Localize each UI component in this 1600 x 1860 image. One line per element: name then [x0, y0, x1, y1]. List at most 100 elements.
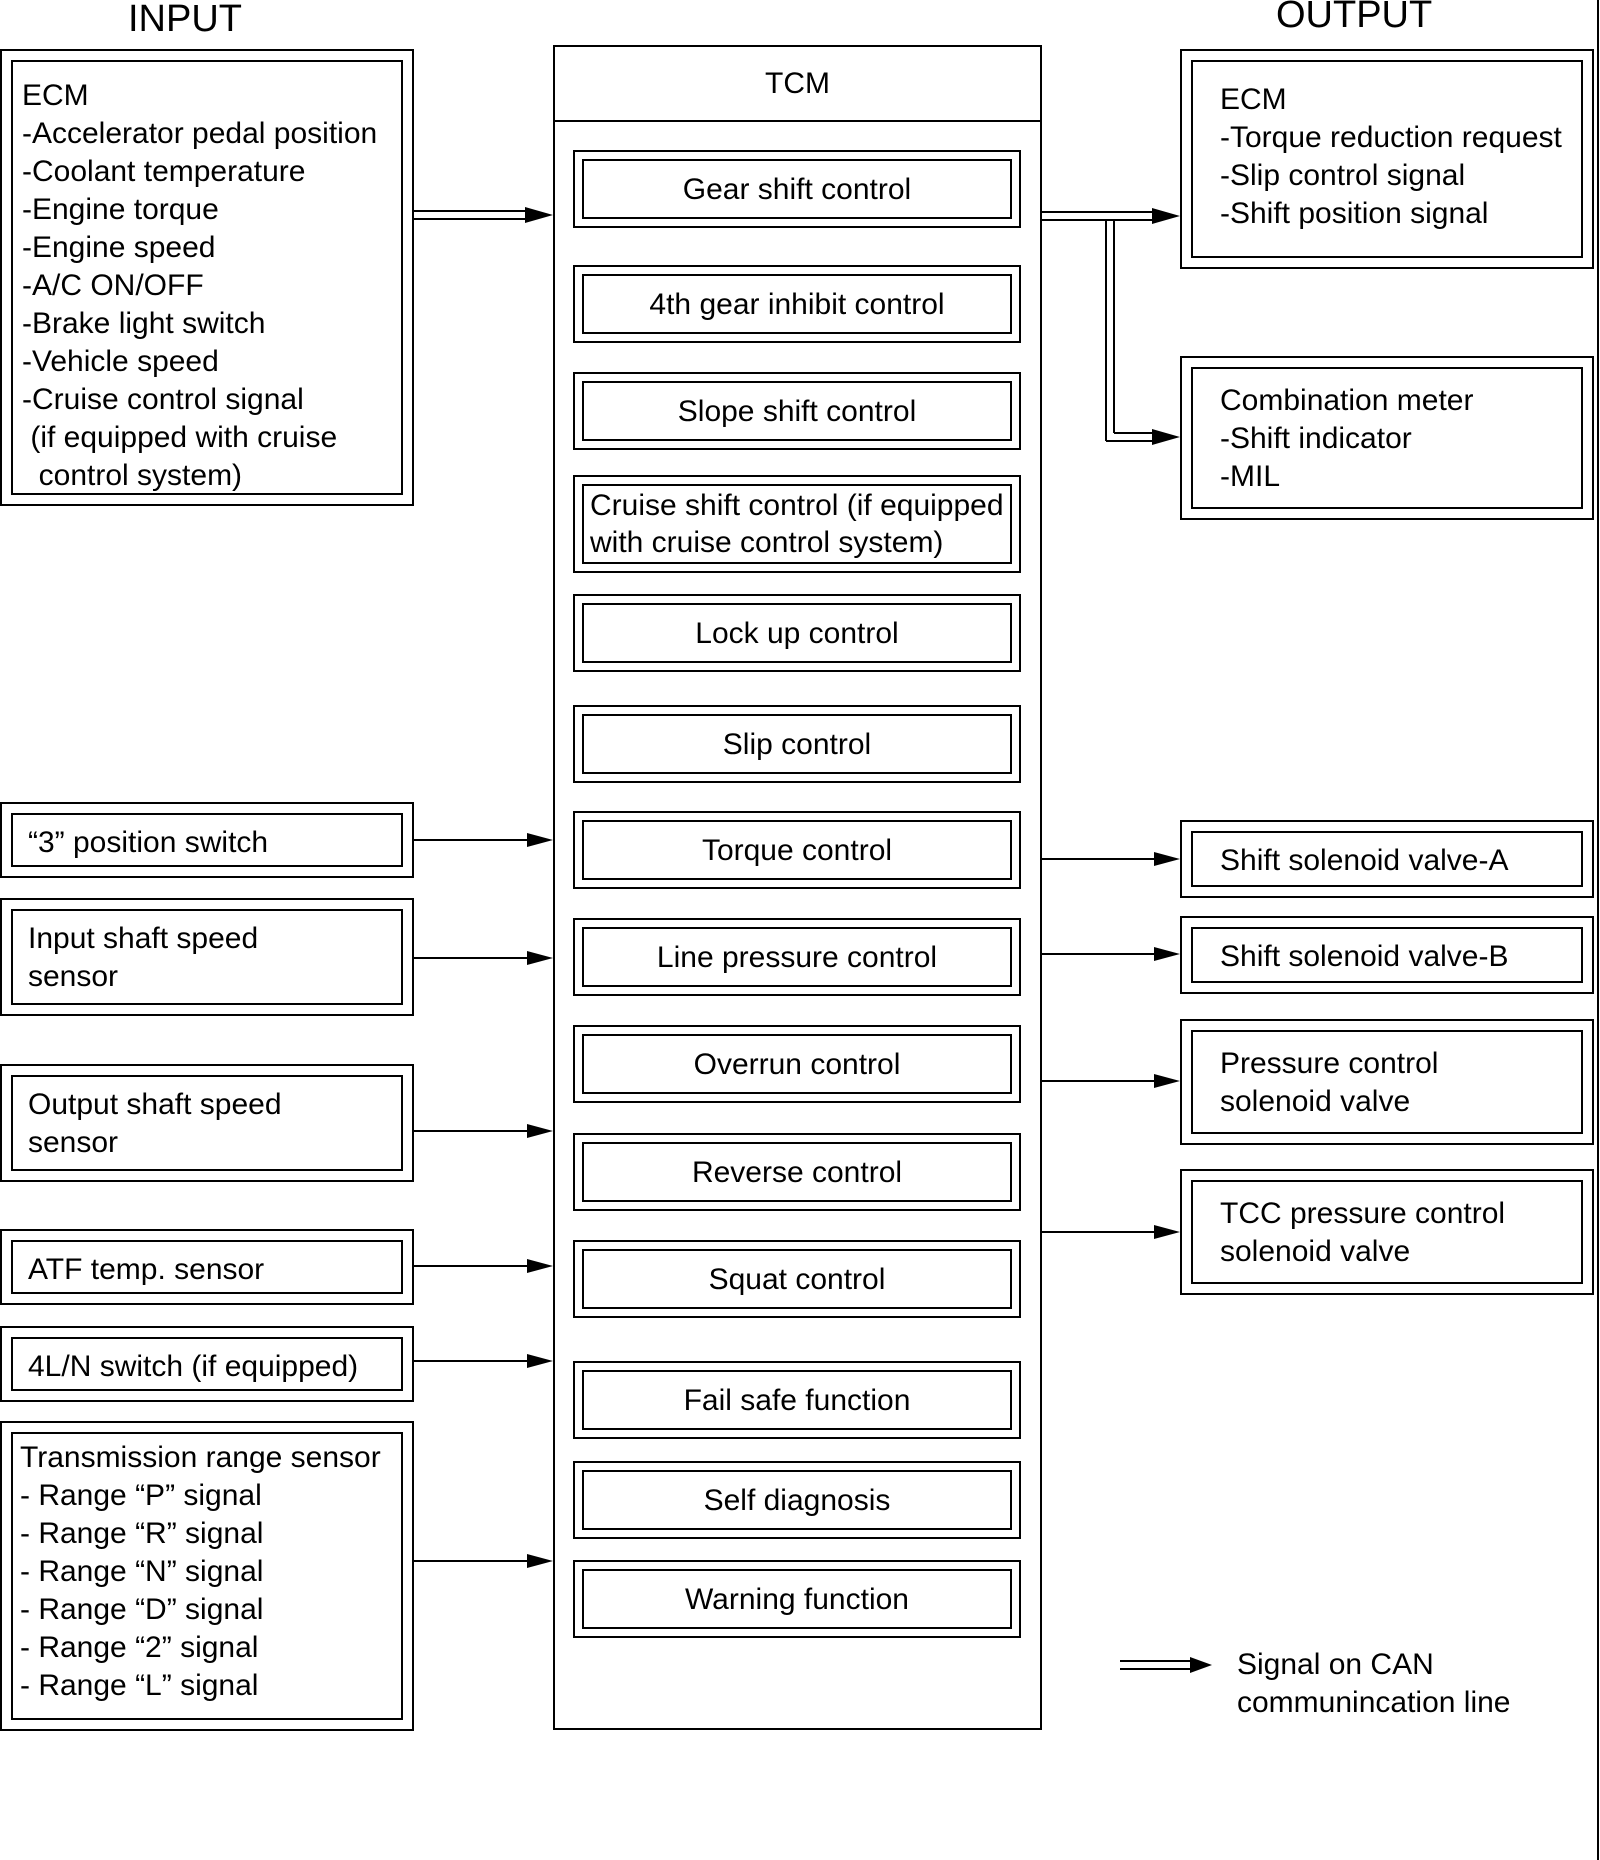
- tcm-function-frame: Torque control: [582, 820, 1012, 880]
- input-box-frame: [11, 813, 403, 867]
- pressure-control-solenoid-valve-text: Pressure control solenoid valve: [1220, 1045, 1438, 1121]
- input-atf-temp-sensor-text: ATF temp. sensor: [28, 1251, 264, 1289]
- input-shaft-speed-sensor-line: sensor: [28, 960, 119, 993]
- tcm-function-label: Overrun control: [693, 1047, 901, 1081]
- output-shaft-speed-sensor-line: sensor: [28, 1126, 119, 1159]
- combination-meter-line: -MIL: [1220, 460, 1280, 493]
- input-ecm-line: -Engine speed: [22, 231, 216, 264]
- arrowhead-ecm-input: [525, 207, 553, 223]
- tcm-function-label: Fail safe function: [683, 1383, 911, 1417]
- tcm-function-slope-shift-control: Slope shift control: [573, 372, 1021, 450]
- shift-solenoid-valve-b-label: Shift solenoid valve-B: [1220, 940, 1509, 973]
- output-box-shift-solenoid-valve-b: Shift solenoid valve-B: [1180, 916, 1594, 994]
- tcm-function-self-diagnosis: Self diagnosis: [573, 1461, 1021, 1539]
- tcm-block: TCM: [553, 45, 1042, 1730]
- input-ecm-line: -A/C ON/OFF: [22, 269, 204, 302]
- input-box-3-position-switch: “3” position switch: [0, 802, 414, 878]
- tcm-title: TCM: [765, 66, 830, 100]
- input-shaft-speed-sensor-text: Input shaft speed sensor: [28, 920, 258, 996]
- tcc-pressure-control-solenoid-valve-line: TCC pressure control: [1220, 1197, 1506, 1230]
- combination-meter-line: -Shift indicator: [1220, 422, 1412, 455]
- input-box-frame: [11, 1432, 403, 1720]
- input-ecm-text: ECM -Accelerator pedal position -Coolant…: [22, 77, 377, 495]
- input-box-frame: [11, 1337, 403, 1391]
- tcm-function-frame: Warning function: [582, 1569, 1012, 1629]
- arrowhead-transmission-range-sensor: [527, 1554, 553, 1568]
- output-ecm-line: -Torque reduction request: [1220, 121, 1562, 154]
- tcm-title-row: TCM: [555, 47, 1040, 122]
- tcm-function-frame: Line pressure control: [582, 927, 1012, 987]
- input-ecm-line: -Cruise control signal: [22, 383, 304, 416]
- tcm-function-slip-control: Slip control: [573, 705, 1021, 783]
- tcm-function-label: 4th gear inhibit control: [649, 287, 945, 321]
- tcm-function-label: Squat control: [708, 1262, 886, 1296]
- tcm-function-frame: Cruise shift control (if equipped with c…: [582, 484, 1012, 564]
- arrowhead-3-position-switch: [527, 833, 553, 847]
- input-ecm-line: (if equipped with cruise: [22, 421, 338, 454]
- page-right-border: [1597, 0, 1599, 1860]
- tcm-function-warning-function: Warning function: [573, 1560, 1021, 1638]
- output-ecm-text: ECM -Torque reduction request -Slip cont…: [1220, 81, 1562, 233]
- transmission-range-sensor-line: - Range “D” signal: [20, 1593, 264, 1626]
- arrowhead-shift-solenoid-valve-a: [1154, 852, 1180, 866]
- tcm-function-4th-gear-inhibit-control: 4th gear inhibit control: [573, 265, 1021, 343]
- output-shaft-speed-sensor-text: Output shaft speed sensor: [28, 1086, 282, 1162]
- output-box-frame: [1191, 367, 1583, 509]
- transmission-range-sensor-text: Transmission range sensor - Range “P” si…: [20, 1439, 381, 1705]
- combination-meter-line: Combination meter: [1220, 384, 1474, 417]
- legend-line: communincation line: [1237, 1686, 1511, 1719]
- tcm-function-label: Reverse control: [691, 1155, 903, 1189]
- tcm-function-frame: Squat control: [582, 1249, 1012, 1309]
- shift-solenoid-valve-a-text: Shift solenoid valve-A: [1220, 842, 1509, 880]
- input-box-ecm: ECM -Accelerator pedal position -Coolant…: [0, 49, 414, 506]
- tcm-function-frame: Overrun control: [582, 1034, 1012, 1094]
- arrowhead-4l-n-switch: [527, 1354, 553, 1368]
- tcm-function-frame: Self diagnosis: [582, 1470, 1012, 1530]
- tcm-function-squat-control: Squat control: [573, 1240, 1021, 1318]
- input-atf-temp-sensor-label: ATF temp. sensor: [28, 1253, 265, 1286]
- input-box-atf-temp-sensor: ATF temp. sensor: [0, 1229, 414, 1305]
- input-box-frame: [11, 1240, 403, 1294]
- pressure-control-solenoid-valve-line: solenoid valve: [1220, 1085, 1411, 1118]
- output-ecm-line: -Slip control signal: [1220, 159, 1466, 192]
- input-shaft-speed-sensor-line: Input shaft speed: [28, 922, 259, 955]
- output-box-frame: [1191, 1030, 1583, 1134]
- input-4l-n-switch-text: 4L/N switch (if equipped): [28, 1348, 358, 1386]
- tcm-function-label: Self diagnosis: [703, 1483, 891, 1517]
- input-4l-n-switch-label: 4L/N switch (if equipped): [28, 1350, 359, 1383]
- tcm-function-fail-safe-function: Fail safe function: [573, 1361, 1021, 1439]
- tcm-function-frame: Fail safe function: [582, 1370, 1012, 1430]
- tcm-function-frame: Gear shift control: [582, 159, 1012, 219]
- tcm-function-frame: Lock up control: [582, 603, 1012, 663]
- tcm-function-gear-shift-control: Gear shift control: [573, 150, 1021, 228]
- output-box-combination-meter: Combination meter -Shift indicator -MIL: [1180, 356, 1594, 520]
- arrowhead-combination-meter: [1152, 429, 1180, 445]
- output-shaft-speed-sensor-line: Output shaft speed: [28, 1088, 282, 1121]
- transmission-range-sensor-line: - Range “L” signal: [20, 1669, 259, 1702]
- tcm-function-label-line: with cruise control system): [590, 526, 944, 559]
- output-heading: OUTPUT: [1276, 0, 1433, 36]
- transmission-range-sensor-line: Transmission range sensor: [20, 1441, 381, 1474]
- legend-text: Signal on CAN communincation line: [1237, 1646, 1510, 1722]
- tcm-function-overrun-control: Overrun control: [573, 1025, 1021, 1103]
- tcm-function-lock-up-control: Lock up control: [573, 594, 1021, 672]
- tcm-function-cruise-shift-control: Cruise shift control (if equipped with c…: [573, 475, 1021, 573]
- legend-arrowhead: [1190, 1657, 1212, 1673]
- output-box-frame: [1191, 60, 1583, 258]
- input-ecm-line: -Coolant temperature: [22, 155, 306, 188]
- arrowhead-output-shaft-speed-sensor: [527, 1124, 553, 1138]
- arrowhead-input-shaft-speed-sensor: [527, 951, 553, 965]
- input-box-4l-n-switch: 4L/N switch (if equipped): [0, 1326, 414, 1402]
- transmission-range-sensor-line: - Range “N” signal: [20, 1555, 264, 1588]
- can-arrow-tcm-to-outputs: [1042, 208, 1180, 445]
- tcc-pressure-control-solenoid-valve-line: solenoid valve: [1220, 1235, 1411, 1268]
- tcm-function-label: Torque control: [701, 833, 893, 867]
- input-ecm-line: -Engine torque: [22, 193, 219, 226]
- input-ecm-line: -Accelerator pedal position: [22, 117, 378, 150]
- shift-solenoid-valve-a-label: Shift solenoid valve-A: [1220, 844, 1509, 877]
- input-ecm-line: control system): [22, 459, 243, 492]
- tcm-function-label: Line pressure control: [656, 940, 938, 974]
- tcm-function-label: Lock up control: [695, 616, 899, 650]
- output-box-frame: [1191, 927, 1583, 983]
- input-3-position-switch-label: “3” position switch: [28, 826, 269, 859]
